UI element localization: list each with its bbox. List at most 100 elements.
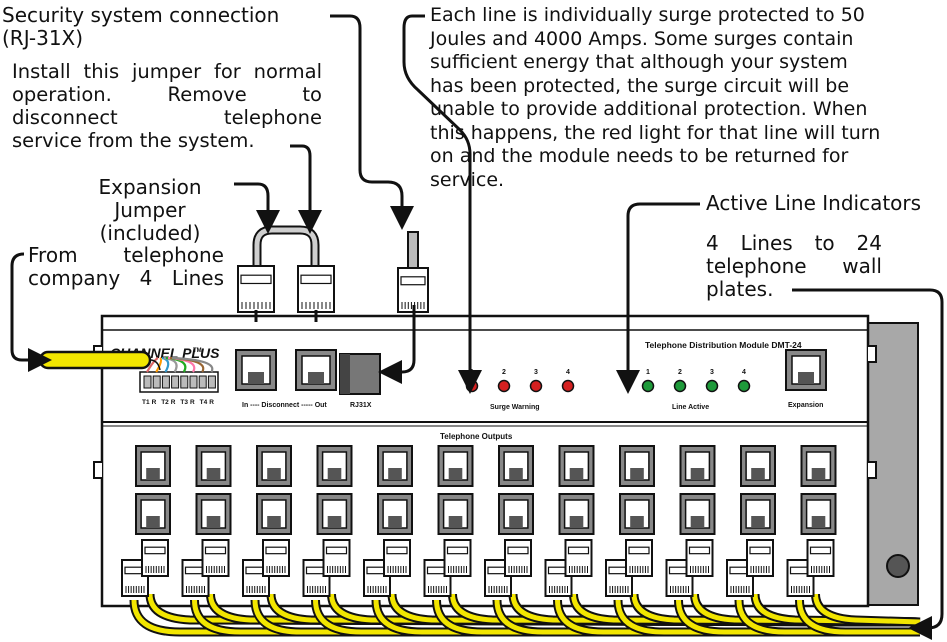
terminal-wire: [161, 356, 170, 373]
rj31x-jack[interactable]: [339, 353, 381, 395]
telephone-output-jack[interactable]: [437, 445, 474, 487]
terminal-screw: [189, 375, 198, 389]
in-jack-body[interactable]: [235, 349, 277, 391]
terminal-wire: [171, 356, 214, 373]
telephone-output-jack[interactable]: [740, 445, 776, 487]
callout-jumper-note: Install this jumper for normal operation…: [12, 60, 322, 152]
telephone-output-jack[interactable]: [679, 445, 716, 487]
line-active-number: 3: [710, 369, 714, 376]
telephone-output-jack[interactable]: [135, 445, 171, 487]
terminal-screw: [171, 375, 180, 389]
line-active-led: [737, 379, 751, 393]
line-active-led: [641, 379, 655, 393]
surge-led: [497, 379, 511, 393]
telephone-output-jack[interactable]: [800, 445, 837, 487]
terminal-label: R: [209, 399, 214, 406]
telephone-output-jack[interactable]: [498, 445, 534, 487]
in-jack[interactable]: [235, 349, 277, 391]
terminal-screw: [198, 375, 207, 389]
output-cable: [181, 539, 921, 637]
telephone-output-jack[interactable]: [377, 445, 413, 487]
expansion-jumper: [252, 225, 320, 270]
surge-number: 2: [502, 369, 506, 376]
line-active-number: 1: [646, 369, 650, 376]
surge-number: 3: [534, 369, 538, 376]
telephone-output-jack[interactable]: [195, 493, 232, 535]
output-cable: [544, 539, 921, 637]
telephone-output-jack[interactable]: [558, 493, 595, 535]
surge-led: [529, 379, 543, 393]
terminal-label: R: [152, 399, 157, 406]
telephone-output-jack[interactable]: [195, 445, 232, 487]
leader-expansion: [234, 182, 280, 234]
surge-led: [465, 379, 479, 393]
telephone-output-jack[interactable]: [316, 445, 353, 487]
line-active-led: [673, 379, 687, 393]
expansion-jack-body[interactable]: [785, 349, 827, 391]
telephone-output-jack[interactable]: [558, 445, 595, 487]
leader-telco: [10, 252, 52, 372]
telephone-output-jack[interactable]: [135, 493, 171, 535]
surge-number: 4: [566, 369, 570, 376]
surge-led: [561, 379, 575, 393]
rj31x-label: RJ31X: [350, 402, 372, 409]
callout-lines-to-plates: 4 Lines to 24 telephone wall plates.: [706, 231, 882, 301]
jumper-plug-out: [297, 265, 335, 313]
expansion-jack[interactable]: [785, 349, 827, 391]
callout-from-telco: From telephone company 4 Lines: [28, 243, 224, 290]
line-active-led: [705, 379, 719, 393]
telephone-output-jack[interactable]: [740, 493, 776, 535]
terminal-label: R: [171, 399, 176, 406]
leader-lines-to-plates: [792, 288, 944, 640]
output-cable: [302, 539, 921, 637]
line-active-number: 2: [678, 369, 682, 376]
terminal-screw: [180, 375, 189, 389]
output-cable: [423, 539, 921, 637]
output-cable: [665, 539, 921, 637]
telephone-output-jack[interactable]: [679, 493, 716, 535]
terminal-screw: [143, 375, 152, 389]
terminal-label: R: [190, 399, 195, 406]
callout-expansion: Expansion Jumper(included): [98, 175, 202, 245]
leader-to-rj31x: [378, 305, 416, 384]
out-jack[interactable]: [295, 349, 337, 391]
telephone-output-jack[interactable]: [377, 493, 413, 535]
leader-active: [616, 202, 700, 394]
leader-security: [330, 14, 414, 230]
telephone-output-jack[interactable]: [256, 445, 292, 487]
terminal-screw: [161, 375, 170, 389]
leader-jumper-note: [290, 144, 322, 234]
telephone-output-jack[interactable]: [437, 493, 474, 535]
terminal-wire: [146, 357, 159, 373]
telephone-output-jack[interactable]: [619, 445, 655, 487]
telephone-output-jack[interactable]: [256, 493, 292, 535]
output-cable: [786, 539, 921, 637]
terminal-screw: [152, 375, 161, 389]
telco-cable: [38, 350, 161, 371]
callout-active-indicators: Active Line Indicators: [706, 191, 922, 215]
terminal-label: T1: [142, 399, 150, 406]
in-disconnect-out-label: In ---- Disconnect ----- Out: [242, 402, 327, 409]
output-cable: [121, 539, 921, 637]
rj31x-cable: [407, 231, 419, 273]
output-cable: [242, 539, 921, 637]
terminal-wire: [155, 357, 163, 373]
output-cable: [726, 539, 921, 637]
line-active-number: 4: [742, 369, 746, 376]
rj31x-plug: [397, 267, 429, 313]
terminal-block: [139, 356, 219, 393]
leader-surge: [402, 14, 482, 394]
terminal-label: T2: [161, 399, 169, 406]
out-jack-body[interactable]: [295, 349, 337, 391]
telephone-output-jack[interactable]: [498, 493, 534, 535]
telephone-output-jack[interactable]: [619, 493, 655, 535]
terminal-label: T4: [200, 399, 208, 406]
telephone-output-jack[interactable]: [316, 493, 353, 535]
telephone-output-jack[interactable]: [800, 493, 837, 535]
module-title: Telephone Distribution Module DMT-24: [645, 340, 802, 350]
terminal-screw: [207, 375, 216, 389]
jumper-plug-in: [237, 265, 275, 313]
telephone-outputs-label: Telephone Outputs: [440, 432, 513, 441]
